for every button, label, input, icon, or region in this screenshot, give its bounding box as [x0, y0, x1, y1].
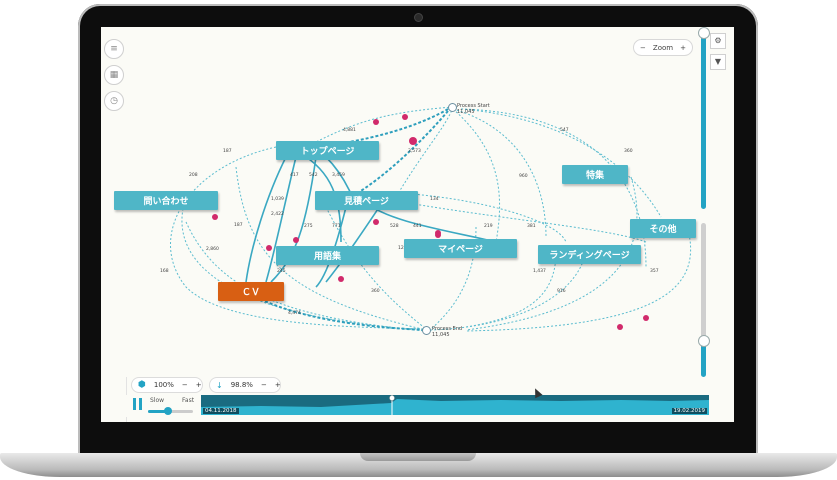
arrow-down-icon: ↓: [216, 380, 223, 390]
node-other[interactable]: その他: [630, 219, 696, 238]
timeline-playhead[interactable]: [389, 395, 395, 401]
activities-minus-button[interactable]: −: [181, 381, 188, 389]
edge-label: 187: [223, 148, 232, 154]
edge-label: 245: [277, 268, 286, 274]
clock-icon[interactable]: ◷: [104, 91, 124, 111]
left-toolbar: ≡ ▦ ◷: [101, 27, 127, 422]
speed-slider-fill: [148, 410, 168, 413]
process-map-canvas[interactable]: 4,881 3,573 187 208 417 542 3,459 960 54…: [114, 27, 704, 377]
edge-label: 168: [160, 268, 169, 274]
edge-label: 528: [390, 223, 399, 229]
node-mypage[interactable]: マイページ: [404, 239, 517, 258]
node-inquiry[interactable]: 問い合わせ: [114, 191, 218, 210]
hexagon-icon: ⬢: [138, 380, 146, 390]
timeline-end-date: 19.02.2019: [671, 408, 707, 414]
edge-label: 2,860: [206, 246, 219, 252]
side-toolbar: ⚙ ▼: [710, 33, 726, 75]
paths-slider-fill: [701, 339, 706, 377]
grid-icon[interactable]: ▦: [104, 65, 124, 85]
edge-label: 124: [398, 245, 407, 251]
node-top-page[interactable]: トップページ: [276, 141, 379, 160]
activities-slider-track[interactable]: [701, 29, 706, 209]
process-start-icon[interactable]: [448, 103, 457, 112]
filter-icon[interactable]: ▼: [710, 54, 726, 70]
speed-slow-label: Slow: [150, 397, 165, 404]
playback-bar: Slow Fast 04.11.2018 19.02.2019: [126, 395, 709, 417]
paths-slider-knob[interactable]: [698, 335, 710, 347]
node-landing-page[interactable]: ランディングページ: [538, 245, 641, 264]
gear-icon[interactable]: ⚙: [710, 33, 726, 49]
edge-label: 771: [332, 223, 341, 229]
paths-percent-control: ↓ 98.8% − +: [209, 377, 281, 393]
node-glossary[interactable]: 用語集: [276, 246, 379, 265]
paths-slider-track[interactable]: [701, 223, 706, 373]
paths-minus-button[interactable]: −: [260, 381, 267, 389]
edge-label: 4,474: [288, 310, 301, 316]
activities-percent-control: ⬢ 100% − +: [131, 377, 203, 393]
edge-label: 441: [413, 223, 422, 229]
edge-label: 219: [484, 223, 493, 229]
node-special[interactable]: 特集: [562, 165, 628, 184]
pause-button[interactable]: [133, 398, 144, 412]
zoom-label: Zoom: [652, 43, 674, 52]
edge-label: 208: [189, 172, 198, 178]
edge-label: 187: [234, 222, 243, 228]
zoom-control: − Zoom +: [633, 39, 693, 56]
edge-label: 357: [650, 268, 659, 274]
speed-fast-label: Fast: [182, 397, 195, 404]
edge-label: 960: [519, 173, 528, 179]
edge-label: 1,039: [271, 196, 284, 202]
timeline[interactable]: 04.11.2018 19.02.2019: [201, 395, 709, 415]
edge-label: 381: [527, 223, 536, 229]
edge-label: 134: [430, 196, 439, 202]
activities-slider-knob[interactable]: [698, 27, 710, 39]
edge-label: 1,437: [533, 268, 546, 274]
zoom-in-button[interactable]: +: [680, 43, 686, 52]
node-cv[interactable]: ＣＶ: [218, 282, 284, 301]
paths-percent: 98.8%: [230, 381, 253, 389]
edge-label: 3,459: [332, 172, 345, 178]
edge-label: 916: [557, 288, 566, 294]
edge-label: 360: [371, 288, 380, 294]
paths-plus-button[interactable]: +: [274, 381, 281, 389]
node-estimate[interactable]: 見積ページ: [315, 191, 418, 210]
edge-label: 547: [560, 127, 569, 133]
timeline-histogram: [201, 395, 709, 415]
activities-plus-button[interactable]: +: [195, 381, 202, 389]
layers-icon[interactable]: ≡: [104, 39, 124, 59]
edge-label: 4,881: [343, 127, 356, 133]
laptop-notch: [360, 453, 476, 461]
camera-icon: [414, 13, 423, 22]
screen: ≡ ▦ ◷: [101, 27, 734, 422]
speed-slider-knob[interactable]: [164, 407, 172, 415]
zoom-out-button[interactable]: −: [640, 43, 646, 52]
edge-label: 275: [304, 223, 313, 229]
edge-label: 2,422: [271, 211, 284, 217]
edge-label: 542: [309, 172, 318, 178]
edge-label: 3,573: [408, 148, 421, 154]
timeline-start-date: 04.11.2018: [203, 408, 239, 414]
process-end-icon[interactable]: [422, 326, 431, 335]
activities-percent: 100%: [153, 381, 174, 389]
edge-label: 417: [290, 172, 299, 178]
edge-label: 360: [624, 148, 633, 154]
